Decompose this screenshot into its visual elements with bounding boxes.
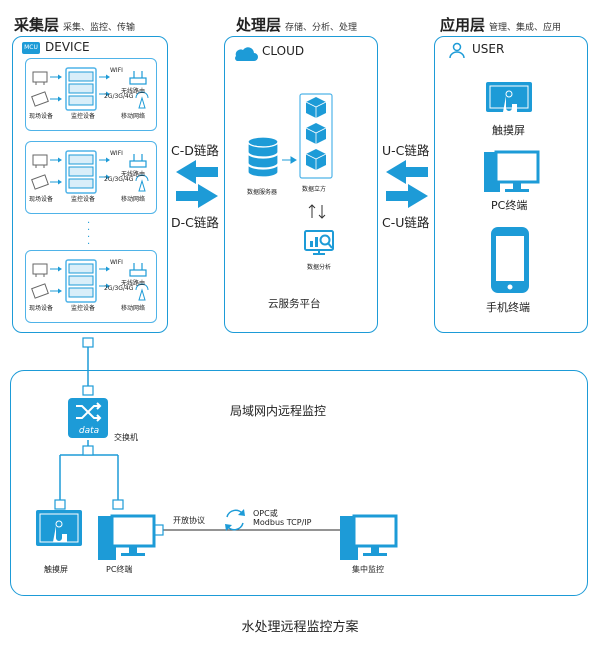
router-label: 无线路由 [121,88,146,95]
cloud-platform-label: 云服务平台 [268,298,321,310]
router-label: 无线路由 [121,171,146,178]
user-panel [434,36,588,333]
dc-link-label: D-C链路 [171,215,219,230]
mobile-network-label: 移动网络 [121,196,146,203]
data-cube-label: 数据立方 [302,186,327,193]
device-panel [12,36,168,333]
cell-label: 2G/3G/4G [104,93,134,100]
wifi-label: WIFI [110,150,123,157]
open-protocol-label: 开放协议 [173,516,205,525]
app-layer-subtitle: 管理、集成、应用 [489,23,562,33]
monitor-device-label: 监控设备 [71,196,96,203]
app-layer-header: 应用层管理、集成、应用 [440,14,561,35]
router-label: 无线路由 [121,280,146,287]
cell-label: 2G/3G/4G [104,285,134,292]
cu-link-label: C-U链路 [382,215,430,230]
user-pc-label: PC终端 [491,199,528,212]
cloud-label: CLOUD [262,44,305,58]
lan-panel [10,370,588,596]
app-layer-title: 应用层 [440,16,486,34]
device-group-1 [25,58,157,131]
caption: 水处理远程监控方案 [241,620,359,635]
device-label: DEVICE [45,40,90,54]
user-mobile-label: 手机终端 [486,301,530,314]
mobile-network-label: 移动网络 [121,305,146,312]
collect-layer-title: 采集层 [14,16,60,34]
cd-arrow-left [176,160,218,184]
cloud-panel [224,36,378,333]
cd-link-label: C-D链路 [171,143,219,158]
protocol-line2: Modbus TCP/IP [253,518,312,527]
device-group-3 [25,250,157,323]
mobile-network-label: 移动网络 [121,113,146,120]
collect-layer-header: 采集层采集、监控、传输 [14,14,135,35]
mcu-badge: MCU [22,42,40,54]
device-group-2 [25,141,157,214]
monitor-device-label: 监控设备 [71,305,96,312]
more-devices-dots: ···· [87,218,91,250]
user-label: USER [472,42,505,56]
process-layer-header: 处理层存储、分析、处理 [236,14,357,35]
lan-touch-label: 触摸屏 [44,565,68,574]
central-monitor-label: 集中监控 [352,565,384,574]
collect-layer-subtitle: 采集、监控、传输 [63,23,136,33]
lan-pc-label: PC终端 [106,565,133,574]
cu-arrow-right [386,184,428,208]
field-device-label: 现场设备 [29,113,54,120]
cell-label: 2G/3G/4G [104,176,134,183]
data-analysis-label: 数据分析 [307,264,332,271]
process-layer-title: 处理层 [236,16,282,34]
wifi-label: WIFI [110,259,123,266]
lan-title: 局域网内远程监控 [230,404,327,418]
field-device-label: 现场设备 [29,196,54,203]
user-touch-label: 触摸屏 [492,124,525,137]
switch-label: 交换机 [114,433,138,442]
protocol-line1: OPC或 [253,509,278,518]
monitor-device-label: 监控设备 [71,113,96,120]
wifi-label: WIFI [110,67,123,74]
process-layer-subtitle: 存储、分析、处理 [285,23,358,33]
field-device-label: 现场设备 [29,305,54,312]
dc-arrow-right [176,184,218,208]
data-server-label: 数据服务器 [247,189,278,196]
switch-icon-text: data [78,426,100,436]
uc-link-label: U-C链路 [382,143,430,158]
uc-arrow-left [386,160,428,184]
